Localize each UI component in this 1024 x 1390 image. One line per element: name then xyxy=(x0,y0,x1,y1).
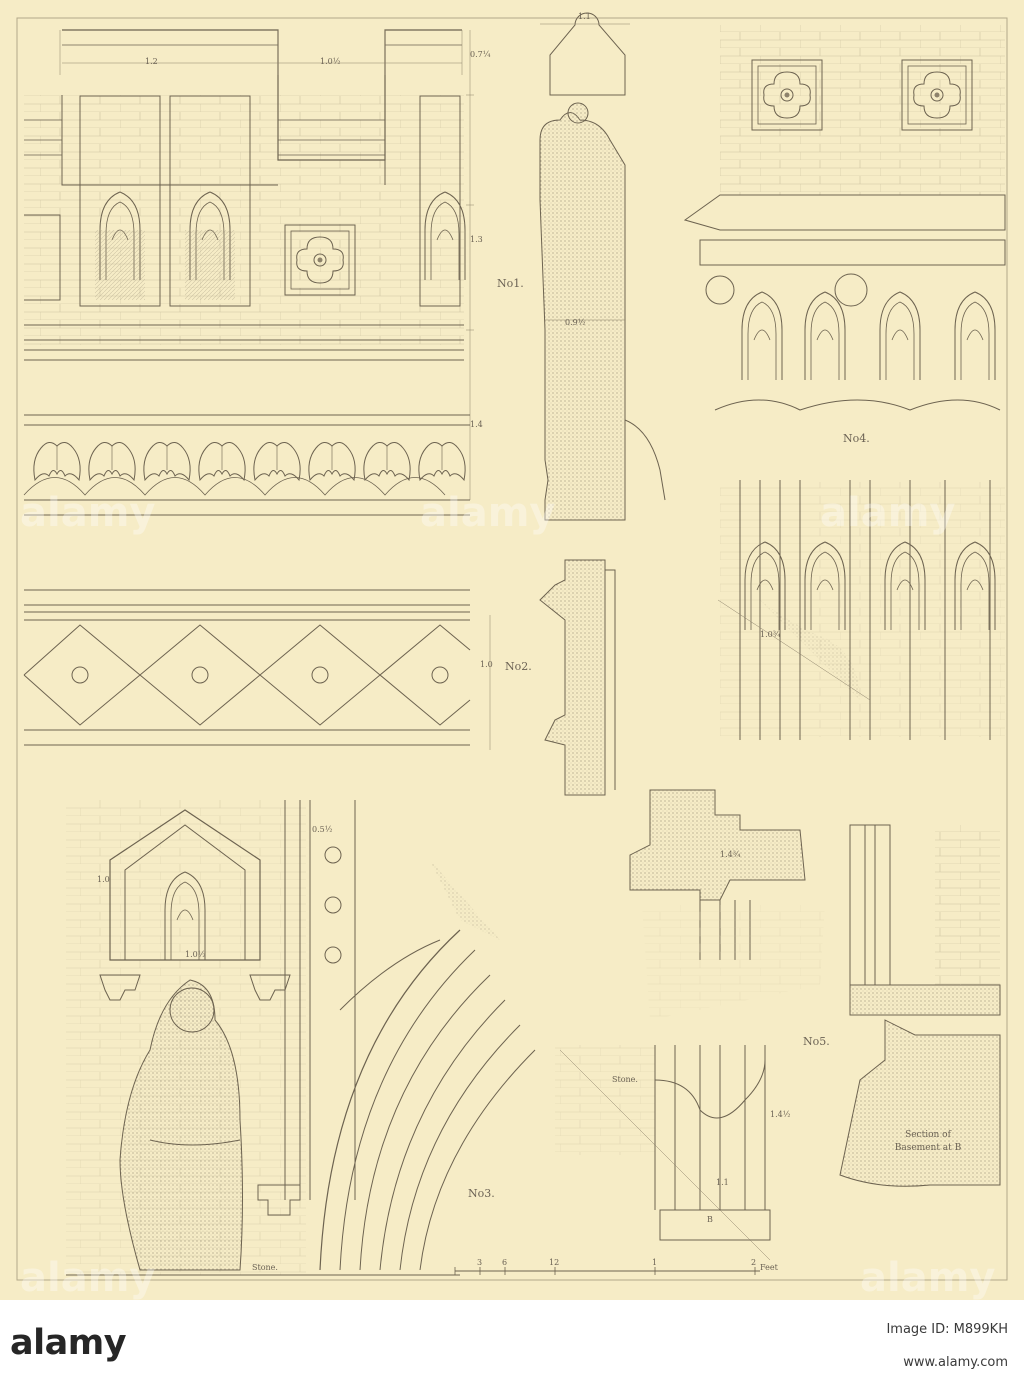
stock-footer: alamy Image ID: M899KH www.alamy.com xyxy=(0,1300,1024,1390)
scale-bar xyxy=(454,1267,760,1275)
fig4-panels xyxy=(717,480,1005,740)
fig2-label: No2. xyxy=(505,660,532,673)
dimension-label: 0.7¼ xyxy=(470,50,491,59)
b-mark: B xyxy=(707,1215,713,1224)
dimension-label: 1.0½ xyxy=(320,57,341,66)
scale-tick-label: 1 xyxy=(652,1258,658,1267)
section-note-line2: Basement at B xyxy=(894,1143,962,1153)
stone-note-left: Stone. xyxy=(252,1263,278,1272)
dimension-label: 1.3 xyxy=(470,235,483,244)
scale-tick-label: 12 xyxy=(549,1258,560,1267)
dimension-label: 0.5½ xyxy=(312,825,333,834)
fig2-lozenge-band xyxy=(23,589,491,750)
dimension-label: 1.4 xyxy=(470,420,483,429)
watermark: alamy xyxy=(20,490,156,536)
scale-tick-label: 3 xyxy=(477,1258,483,1267)
fig1-label: No1. xyxy=(497,277,524,290)
watermark: alamy xyxy=(860,1255,996,1301)
engraved-plate: No1. No2. No3. No4. No5. Stone. Stone. S… xyxy=(0,0,1024,1301)
fig1-elevation xyxy=(24,29,474,500)
watermark: alamy xyxy=(20,1255,156,1301)
fig1-section xyxy=(539,12,666,521)
image-id: Image ID: M899KH xyxy=(886,1322,1008,1337)
dimension-label: 1.0½ xyxy=(185,950,206,959)
dimension-label: 1.1 xyxy=(578,12,591,21)
dimension-label: 1.1 xyxy=(716,1178,729,1187)
watermark: alamy xyxy=(420,490,556,536)
section-note-line1: Section of xyxy=(905,1130,951,1140)
fig3-label: No3. xyxy=(468,1187,495,1200)
stock-url: www.alamy.com xyxy=(903,1355,1008,1370)
dimension-label: 1.0 xyxy=(480,660,493,669)
stone-note-right: Stone. xyxy=(612,1075,638,1084)
fig1-leaf-frieze xyxy=(23,414,470,516)
dimension-label: 1.0¾ xyxy=(760,630,781,639)
fig4-label: No4. xyxy=(843,432,870,445)
fig3-arch xyxy=(66,860,536,1276)
watermark: alamy xyxy=(820,490,956,536)
scale-tick-label: 2 xyxy=(751,1258,757,1267)
dimension-label: 1.4½ xyxy=(770,1110,791,1119)
scale-unit-label: Feet xyxy=(760,1263,778,1272)
fig2-section xyxy=(539,559,616,796)
fig5-sections xyxy=(555,789,1001,1261)
dimension-label: 0.9½ xyxy=(565,318,586,327)
dimension-label: 1.0 xyxy=(97,875,110,884)
fig3-niche-and-figure xyxy=(66,800,356,1275)
scale-tick-label: 6 xyxy=(502,1258,508,1267)
dimension-label: 1.4¾ xyxy=(720,850,741,859)
alamy-logo: alamy xyxy=(10,1323,127,1363)
fig4-elevation xyxy=(683,25,1006,411)
dimension-label: 1.2 xyxy=(145,57,158,66)
plate-drawing xyxy=(16,12,1008,1281)
fig5-label: No5. xyxy=(803,1035,830,1048)
